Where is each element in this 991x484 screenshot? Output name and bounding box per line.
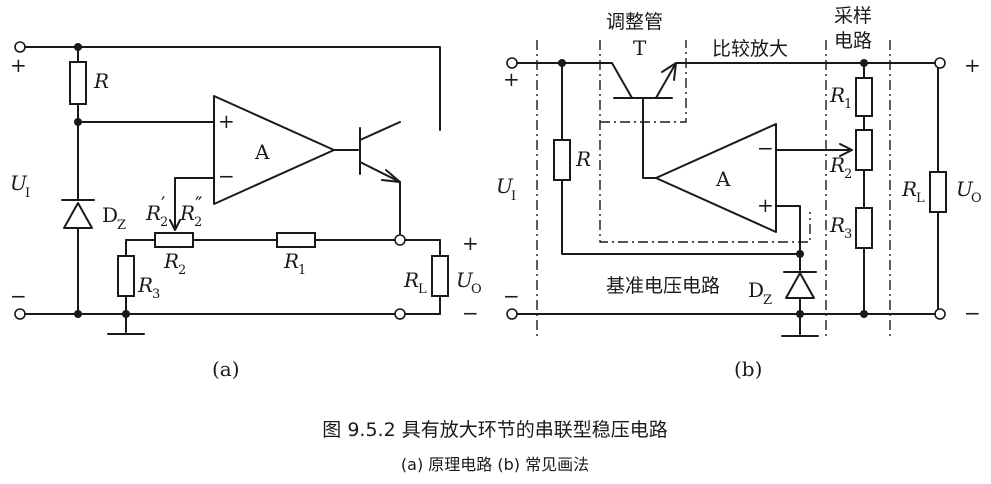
b-amp-minus: −	[757, 136, 774, 160]
b-r1-label: R	[829, 83, 845, 107]
svg-text:2: 2	[178, 263, 186, 278]
b-opamp-a	[655, 123, 777, 233]
panel-b	[506, 40, 947, 340]
a-r3-label: R	[137, 273, 153, 297]
b-amp-plus: +	[757, 193, 774, 217]
rail-to-collector	[359, 46, 441, 131]
a-amp-minus: −	[218, 164, 235, 188]
svg-text:1: 1	[844, 97, 852, 112]
b-title-sample-1: 采样	[834, 5, 872, 27]
input-terminal-positive	[14, 41, 26, 53]
svg-text:O: O	[471, 282, 482, 297]
svg-text:2: 2	[194, 215, 202, 230]
panel-a	[14, 41, 449, 335]
output-terminal-negative	[394, 308, 406, 320]
b-output-terminal-positive	[934, 57, 946, 69]
a-output-plus: +	[462, 231, 479, 255]
svg-text:2: 2	[844, 167, 852, 182]
resistor-r	[69, 61, 87, 105]
b-zener-diode	[785, 272, 815, 299]
b-resistor-r2	[855, 129, 873, 171]
resistor-r2	[154, 232, 194, 248]
b-input-minus: −	[503, 284, 520, 308]
panel-a-label: (a)	[212, 357, 240, 381]
svg-text:I: I	[25, 186, 30, 201]
resistor-r1	[276, 232, 316, 248]
svg-text:3: 3	[844, 227, 852, 242]
b-resistor-r3	[855, 207, 873, 249]
a-amp-label: A	[254, 140, 270, 164]
b-resistor-rl	[929, 171, 947, 213]
b-title-sample-2: 电路	[834, 30, 872, 52]
output-terminal-positive	[394, 234, 406, 246]
a-ui-label: U	[10, 171, 28, 195]
b-resistor-r	[553, 139, 571, 181]
b-output-terminal-negative	[934, 308, 946, 320]
b-amp-label: A	[715, 167, 731, 191]
svg-text:Z: Z	[117, 218, 126, 233]
b-r-label: R	[575, 147, 591, 171]
b-output-minus: −	[964, 301, 981, 325]
svg-text:I: I	[511, 189, 516, 204]
b-input-plus: +	[503, 67, 520, 91]
zener-diode	[63, 202, 93, 229]
a-input-minus: −	[10, 284, 27, 308]
svg-text:L: L	[916, 191, 925, 206]
b-title-adjust: 调整管	[606, 11, 663, 33]
b-title-reference: 基准电压电路	[606, 275, 720, 297]
panel-b-label: (b)	[734, 357, 762, 381]
svg-text:1: 1	[298, 263, 306, 278]
b-uo-label: U	[956, 177, 974, 201]
a-r1-label: R	[283, 249, 299, 273]
svg-text:L: L	[418, 282, 427, 297]
b-r3-label: R	[829, 213, 845, 237]
opamp-a	[213, 95, 335, 205]
svg-text:3: 3	[152, 287, 160, 302]
b-transistor-label: T	[633, 36, 647, 60]
a-rl-label: R	[403, 268, 419, 292]
figure-subcaption: (a) 原理电路 (b) 常见画法	[401, 455, 589, 474]
b-r2-label: R	[829, 153, 845, 177]
a-r2-doubleprime-label: R	[179, 201, 195, 225]
b-rl-label: R	[901, 177, 917, 201]
a-r2-prime-label: R	[145, 201, 161, 225]
a-dz-label: D	[102, 203, 118, 227]
a-uo-label: U	[456, 268, 474, 292]
svg-text:″: ″	[195, 192, 202, 216]
input-terminal-negative	[14, 308, 26, 320]
b-dz-label: D	[748, 278, 764, 302]
b-title-compare: 比较放大	[712, 38, 788, 60]
svg-text:2: 2	[160, 215, 168, 230]
svg-text:O: O	[971, 191, 982, 206]
resistor-r3	[117, 255, 135, 297]
b-input-terminal-negative	[506, 308, 518, 320]
a-amp-plus: +	[218, 109, 235, 133]
a-r2-label: R	[163, 249, 179, 273]
a-r-label: R	[93, 69, 109, 93]
svg-text:′: ′	[161, 192, 166, 216]
b-output-plus: +	[964, 53, 981, 77]
svg-text:Z: Z	[763, 293, 772, 308]
figure-caption: 图 9.5.2 具有放大环节的串联型稳压电路	[322, 419, 667, 441]
resistor-rl	[431, 255, 449, 297]
b-resistor-r1	[855, 77, 873, 117]
a-input-plus: +	[10, 53, 27, 77]
a-output-minus: −	[462, 301, 479, 325]
b-ui-label: U	[496, 174, 514, 198]
